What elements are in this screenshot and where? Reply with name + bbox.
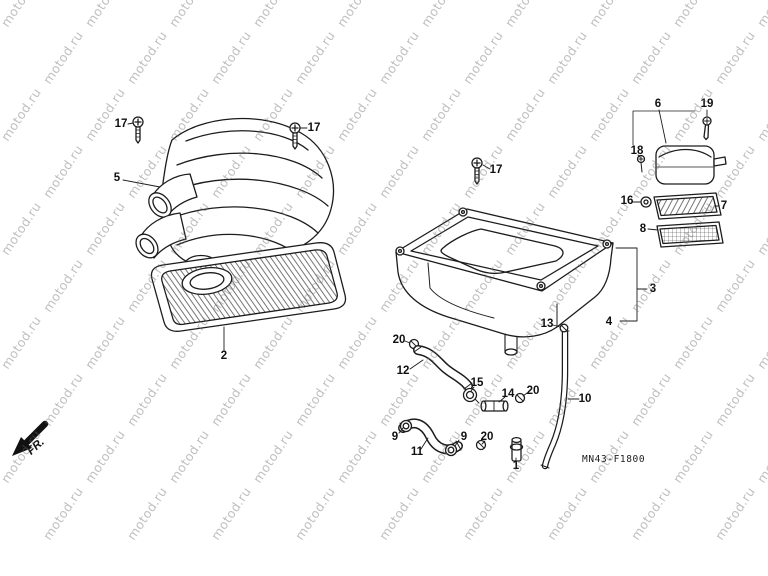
case-screw-17-c (471, 157, 483, 185)
screw-18 (636, 154, 646, 173)
drain-tube-10 (540, 329, 570, 470)
front-direction-marker: FR. (12, 420, 49, 457)
clip-20-b (514, 392, 526, 404)
breather-hose-12 (413, 345, 473, 391)
grommet-16 (640, 196, 652, 208)
clamp-9-a (399, 419, 413, 433)
clamp-15 (462, 387, 480, 404)
clip-13 (559, 323, 569, 333)
tube-1 (509, 436, 524, 462)
bolt-19 (702, 116, 712, 141)
breather-plate-8 (656, 221, 724, 248)
cover-screw-17-a (132, 116, 144, 144)
breather-filter-7 (653, 192, 722, 220)
joint-14 (480, 400, 509, 412)
leader-lines (122, 109, 720, 462)
breather-chamber-6 (632, 110, 727, 185)
diagram-code: MN43-F1800 (582, 454, 646, 465)
cover-screw-17-b (289, 122, 301, 150)
air-cleaner-case (395, 207, 614, 356)
clamp-9-b (444, 443, 458, 457)
air-filter-element (150, 242, 347, 332)
